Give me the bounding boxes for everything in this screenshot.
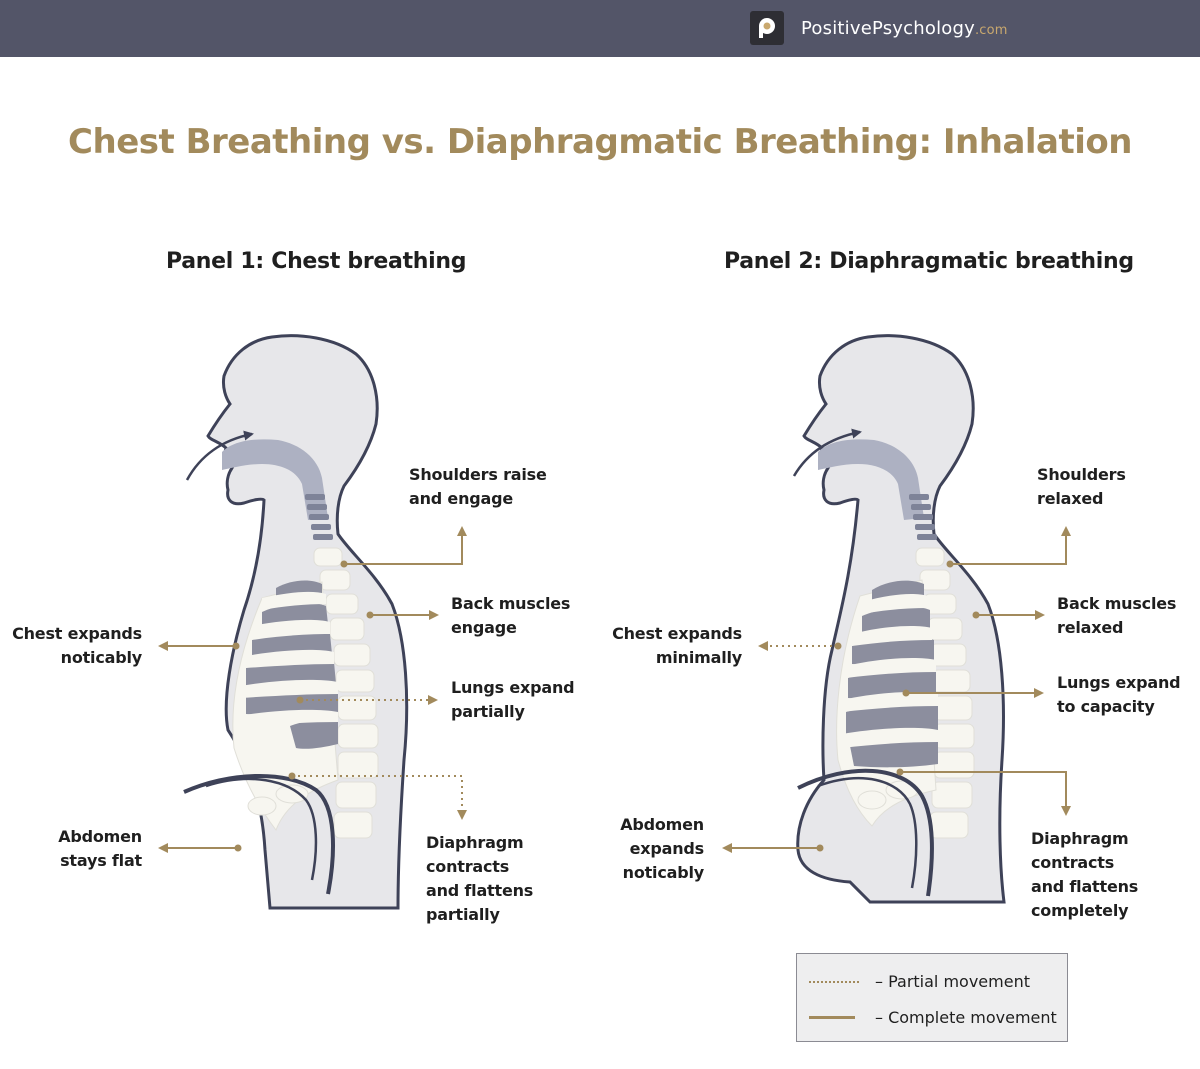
brand-main: PositivePsychology <box>801 17 975 39</box>
panel2-trachea <box>909 494 937 540</box>
panel1-spine <box>313 547 379 839</box>
p2-back-line1: Back muscles <box>1057 594 1177 613</box>
p1-chest-line1: Chest expands <box>12 624 142 643</box>
brand[interactable]: PositivePsychology.com <box>750 11 1008 45</box>
p2-chest-line1: Chest expands <box>612 624 742 643</box>
p2-chest-line2: minimally <box>655 648 742 667</box>
panel1-title: Panel 1: Chest breathing <box>166 249 467 274</box>
p1-chest-arrow <box>158 641 240 651</box>
panel1-figure <box>183 334 409 910</box>
positivepsychology-logo-icon <box>750 11 784 45</box>
panel1-airway <box>222 439 328 520</box>
p2-label-chest: Chest expands minimally <box>612 622 742 670</box>
p2-back-arrow <box>972 610 1045 620</box>
panel2-airway <box>818 439 924 520</box>
page-title: Chest Breathing vs. Diaphragmatic Breath… <box>68 122 1132 162</box>
legend-solid-line-icon <box>809 1016 855 1019</box>
p2-back-line2: relaxed <box>1057 618 1124 637</box>
legend: – Partial movement – Complete movement <box>796 953 1068 1042</box>
panel1-breath-arrow-icon <box>185 430 254 481</box>
p1-label-diaphragm: Diaphragm contracts and flattens partial… <box>426 831 533 927</box>
p1-shoulders-arrow <box>340 526 467 568</box>
p1-label-chest: Chest expands noticably <box>12 622 142 670</box>
panel2-figure <box>792 334 1006 904</box>
p2-diaphragm-line2: contracts <box>1031 853 1115 872</box>
p2-label-back: Back muscles relaxed <box>1057 592 1176 640</box>
panel2-title: Panel 2: Diaphragmatic breathing <box>724 249 1134 274</box>
p1-lungs-line2: partially <box>451 702 525 721</box>
p2-shoulders-line1: Shoulders <box>1037 465 1126 484</box>
panel1-lower-ribs <box>247 784 309 816</box>
p1-shoulders-line1: Shoulders raise <box>409 465 547 484</box>
panel2-diaphragm-arc-outer <box>797 768 934 897</box>
p2-diaphragm-line4: completely <box>1031 901 1129 920</box>
p1-lungs-line1: Lungs expand <box>451 678 575 697</box>
panel2-arrows <box>722 526 1071 853</box>
p2-label-diaphragm: Diaphragm contracts and flattens complet… <box>1031 827 1138 923</box>
p2-diaphragm-arrow <box>896 768 1071 816</box>
p1-diaphragm-line4: partially <box>426 905 500 924</box>
panel1-ribs <box>238 591 338 728</box>
panel2-breath-arrow-icon <box>792 428 862 477</box>
panel1-diaphragm-arc-outer <box>183 774 335 895</box>
p2-shoulders-line2: relaxed <box>1037 489 1104 508</box>
p2-abdomen-line1: Abdomen <box>620 815 704 834</box>
p1-chest-line2: noticably <box>60 648 143 667</box>
panel2-ribs <box>842 594 938 748</box>
p1-label-lungs: Lungs expand partially <box>451 676 575 724</box>
panel2-diaphragm-arc-inner <box>817 777 918 889</box>
legend-complete: – Complete movement <box>809 1008 1057 1027</box>
p1-back-arrow <box>366 610 439 620</box>
p2-label-shoulders: Shoulders relaxed <box>1037 463 1126 511</box>
brand-name: PositivePsychology.com <box>801 18 1008 39</box>
p2-lungs-line2: to capacity <box>1057 697 1155 716</box>
p1-abdomen-line2: stays flat <box>60 851 142 870</box>
panel1-arrows <box>158 526 467 853</box>
header-bar: PositivePsychology.com <box>0 0 1200 57</box>
legend-partial-label: – Partial movement <box>875 972 1030 991</box>
panel1-diaphragm-arc-inner <box>205 777 318 881</box>
legend-dotted-line-icon <box>809 980 859 983</box>
p1-label-shoulders: Shoulders raise and engage <box>409 463 547 511</box>
p1-abdomen-arrow <box>158 843 242 853</box>
p1-back-line2: engage <box>451 618 517 637</box>
p1-diaphragm-line1: Diaphragm <box>426 833 524 852</box>
p1-lungs-arrow <box>296 695 438 705</box>
brand-suffix: .com <box>974 22 1008 38</box>
p2-diaphragm-line3: and flattens <box>1031 877 1139 896</box>
panel1-trachea <box>305 494 333 540</box>
legend-partial: – Partial movement <box>809 972 1030 991</box>
p2-abdomen-line3: noticably <box>622 863 705 882</box>
legend-complete-label: – Complete movement <box>875 1008 1057 1027</box>
p2-label-lungs: Lungs expand to capacity <box>1057 671 1181 719</box>
p2-label-abdomen: Abdomen expands noticably <box>620 813 704 885</box>
p1-shoulders-line2: and engage <box>409 489 514 508</box>
p2-lungs-arrow <box>902 688 1044 698</box>
p2-abdomen-arrow <box>722 843 824 853</box>
p1-abdomen-line1: Abdomen <box>58 827 142 846</box>
p1-diaphragm-line3: and flattens <box>426 881 534 900</box>
p1-label-abdomen: Abdomen stays flat <box>58 825 142 873</box>
p2-shoulders-arrow <box>946 526 1071 568</box>
p1-diaphragm-arrow <box>288 772 467 820</box>
p2-chest-arrow <box>758 641 842 651</box>
p2-lungs-line1: Lungs expand <box>1057 673 1181 692</box>
p1-diaphragm-line2: contracts <box>426 857 510 876</box>
p2-diaphragm-line1: Diaphragm <box>1031 829 1129 848</box>
p1-back-line1: Back muscles <box>451 594 571 613</box>
p2-abdomen-line2: expands <box>629 839 705 858</box>
p1-label-back: Back muscles engage <box>451 592 570 640</box>
